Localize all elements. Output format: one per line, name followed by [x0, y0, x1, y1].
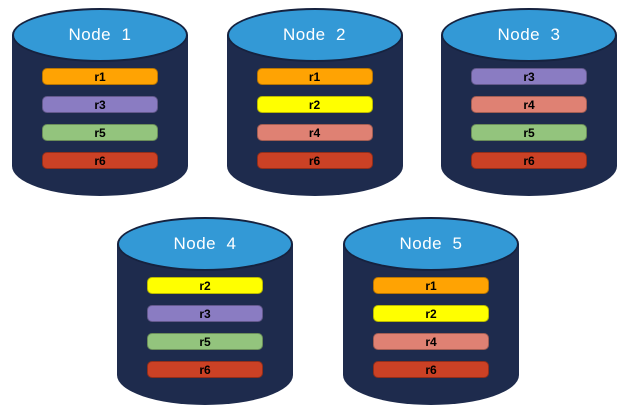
- replica-bar-r5: r5: [471, 124, 587, 141]
- replica-bar-r3: r3: [147, 305, 263, 322]
- replica-list: r1 r2 r4 r6: [343, 277, 519, 378]
- replica-bar-r1: r1: [373, 277, 489, 294]
- cylinder-top-ellipse: Node 1: [12, 8, 188, 62]
- replica-label: r1: [94, 69, 106, 84]
- replica-bar-r3: r3: [471, 68, 587, 85]
- replica-bar-r6: r6: [42, 152, 158, 169]
- cylinder-top-ellipse: Node 3: [441, 8, 617, 62]
- replica-bar-r2: r2: [373, 305, 489, 322]
- replica-bar-r1: r1: [42, 68, 158, 85]
- replica-label: r2: [308, 97, 321, 112]
- replica-label: r2: [425, 306, 437, 321]
- replica-list: r3 r4 r5 r6: [441, 68, 617, 169]
- replica-label: r3: [199, 306, 211, 321]
- replica-bar-r6: r6: [373, 361, 489, 378]
- node-cylinder-3: Node 3 r3 r4 r5 r6: [441, 8, 617, 196]
- node-row-bottom: Node 4 r2 r3 r5 r6 Node 5 r1 r2 r4 r6: [0, 217, 636, 405]
- replica-label: r6: [308, 153, 321, 168]
- replica-bar-r4: r4: [373, 333, 489, 350]
- replica-bar-r6: r6: [256, 152, 373, 169]
- node-cylinder-2: Node 2 r1 r2 r4 r6: [226, 8, 403, 196]
- replica-label: r6: [94, 153, 106, 168]
- replica-label: r4: [523, 97, 535, 112]
- node-label: Node 5: [399, 234, 463, 253]
- cylinder-top-ellipse: Node 2: [226, 8, 403, 62]
- replica-bar-r6: r6: [147, 361, 263, 378]
- cylinder-top-ellipse: Node 5: [343, 217, 519, 271]
- cylinder-top-ellipse: Node 4: [117, 217, 293, 271]
- replica-bar-r1: r1: [256, 68, 373, 85]
- node-row-top: Node 1 r1 r3 r5 r6 Node 2 r1 r2 r4 r6 Node 3 r…: [0, 0, 636, 196]
- replica-label: r3: [94, 97, 106, 112]
- replica-label: r6: [425, 362, 437, 377]
- replica-list: r1 r2 r4 r6: [227, 68, 403, 169]
- replica-bar-r4: r4: [471, 96, 587, 113]
- replica-bar-r2: r2: [147, 277, 263, 294]
- replica-label: r4: [425, 334, 437, 349]
- replica-label: r1: [308, 69, 321, 84]
- replica-label: r6: [199, 362, 211, 377]
- replica-bar-r5: r5: [42, 124, 158, 141]
- replica-bar-r2: r2: [256, 96, 373, 113]
- node-cylinder-4: Node 4 r2 r3 r5 r6: [117, 217, 293, 405]
- replica-label: r6: [523, 153, 535, 168]
- replica-bar-r4: r4: [256, 124, 373, 141]
- replica-label: r5: [94, 125, 106, 140]
- replica-bar-r3: r3: [42, 96, 158, 113]
- replica-bar-r6: r6: [471, 152, 587, 169]
- node-cylinder-5: Node 5 r1 r2 r4 r6: [343, 217, 519, 405]
- replica-label: r5: [199, 334, 211, 349]
- node-label: Node 2: [282, 25, 347, 44]
- node-label: Node 1: [68, 25, 132, 44]
- node-label: Node 3: [497, 25, 561, 44]
- replica-label: r2: [199, 278, 211, 293]
- replica-bar-r5: r5: [147, 333, 263, 350]
- replica-label: r4: [308, 125, 321, 140]
- replica-label: r5: [523, 125, 535, 140]
- replica-list: r1 r3 r5 r6: [12, 68, 188, 169]
- node-label: Node 4: [173, 234, 237, 253]
- node-cylinder-1: Node 1 r1 r3 r5 r6: [12, 8, 188, 196]
- replica-label: r1: [425, 278, 437, 293]
- replica-label: r3: [523, 69, 535, 84]
- replica-list: r2 r3 r5 r6: [117, 277, 293, 378]
